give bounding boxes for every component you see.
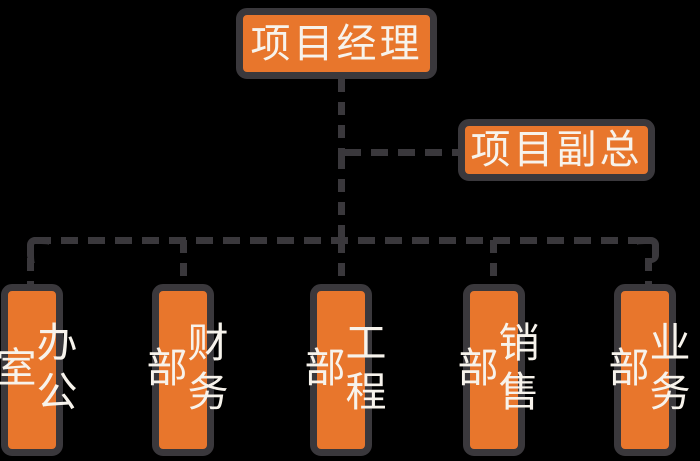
connector-manager-to-deputy bbox=[344, 149, 462, 156]
node-project-manager-label: 项目经理 bbox=[250, 20, 423, 67]
connector-manager-trunk-upper bbox=[338, 79, 345, 156]
connector-drop-business bbox=[645, 258, 652, 290]
connector-corner-right bbox=[637, 237, 659, 263]
connector-drop-engineering bbox=[338, 240, 345, 290]
node-department-business[interactable]: 业务部 bbox=[601, 284, 690, 456]
node-project-deputy[interactable]: 项目副总 bbox=[458, 119, 655, 181]
connector-corner-left bbox=[27, 237, 49, 263]
node-department-sales-label: 销售部 bbox=[450, 321, 539, 419]
connector-drop-finance bbox=[180, 240, 187, 290]
node-department-office[interactable]: 办公室 bbox=[0, 284, 77, 456]
node-department-office-label: 办公室 bbox=[0, 321, 77, 419]
connector-drop-office bbox=[27, 258, 34, 290]
node-department-engineering-label: 工程部 bbox=[297, 321, 386, 419]
node-department-engineering[interactable]: 工程部 bbox=[297, 284, 386, 456]
connector-manager-trunk-lower bbox=[338, 156, 345, 244]
connector-drop-sales bbox=[490, 240, 497, 290]
node-department-finance-label: 财务部 bbox=[139, 321, 228, 419]
node-department-business-label: 业务部 bbox=[601, 321, 690, 419]
node-project-manager[interactable]: 项目经理 bbox=[236, 8, 437, 79]
node-department-finance[interactable]: 财务部 bbox=[139, 284, 228, 456]
node-project-deputy-label: 项目副总 bbox=[470, 127, 643, 173]
node-department-sales[interactable]: 销售部 bbox=[450, 284, 539, 456]
